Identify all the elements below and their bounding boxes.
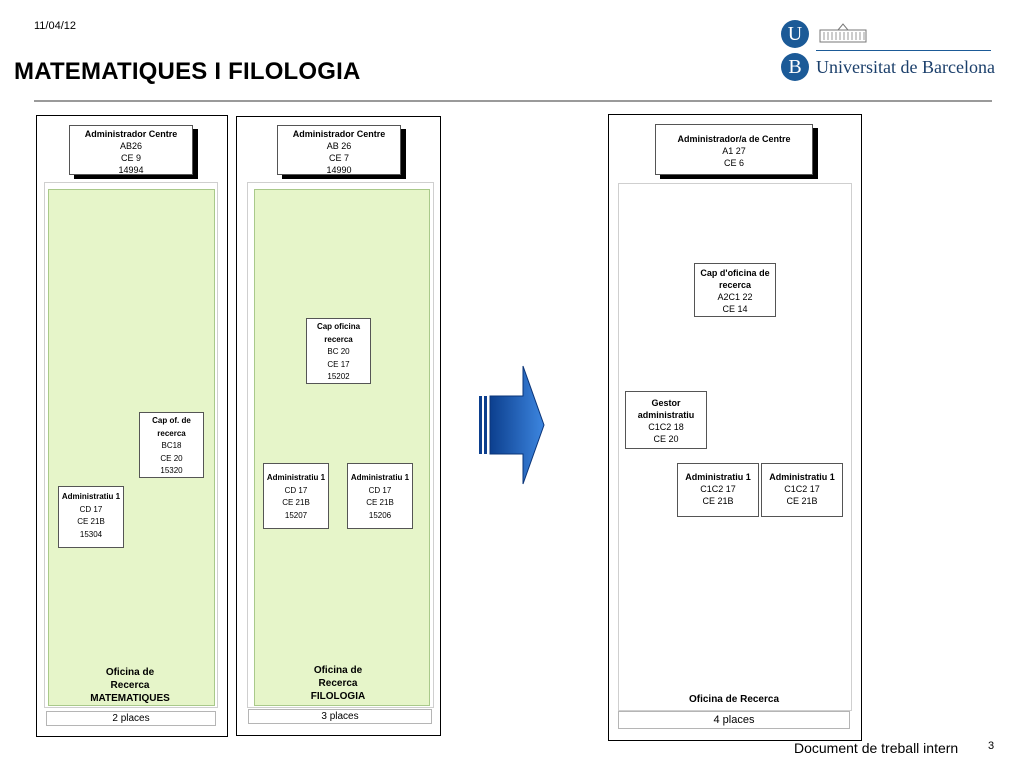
proposed-cap-box: Cap d'oficina de recerca A2C1 22 CE 14 xyxy=(694,263,776,317)
university-name: Universitat de Barcelona xyxy=(816,57,995,77)
proposed-gestor-box: Gestor administratiu C1C2 18 CE 20 xyxy=(625,391,707,449)
filologia-adm2-box: Administratiu 1 CD 17 CE 21B 15206 xyxy=(347,463,413,529)
filologia-office-area xyxy=(254,189,430,706)
filologia-office-label: Oficina de Recerca FILOLOGIA xyxy=(310,665,366,702)
logo-u-icon: U xyxy=(781,20,809,48)
page-number: 3 xyxy=(988,740,995,752)
matematiques-cap-box: Cap of. de recerca BC18 CE 20 15320 xyxy=(139,412,204,478)
page-title: MATEMATIQUES I FILOLOGIA xyxy=(14,58,361,85)
building-icon xyxy=(818,22,868,49)
matematiques-office-label: Oficina de Recerca MATEMATIQUES xyxy=(90,667,170,704)
filologia-admin-box: Administrador Centre AB 26 CE 7 14990 xyxy=(277,125,401,175)
matematiques-places: 2 places xyxy=(46,711,216,726)
filologia-cap-box: Cap oficina recerca BC 20 CE 17 15202 xyxy=(306,318,371,384)
proposed-places: 4 places xyxy=(618,711,850,729)
proposed-office-label: Oficina de Recerca xyxy=(688,694,780,705)
proposed-adm1-box: Administratiu 1 C1C2 17 CE 21B xyxy=(677,463,759,517)
filologia-adm1-box: Administratiu 1 CD 17 CE 21B 15207 xyxy=(263,463,329,529)
proposed-admin-box: Administrador/a de Centre A1 27 CE 6 xyxy=(655,124,813,175)
proposed-adm2-box: Administratiu 1 C1C2 17 CE 21B xyxy=(761,463,843,517)
university-logo: U B Universitat de Barcelona xyxy=(780,18,995,84)
transition-arrow-icon xyxy=(478,364,546,491)
logo-b-icon: B xyxy=(781,53,809,81)
title-divider xyxy=(34,100,992,102)
matematiques-admin-box: Administrador Centre AB26 CE 9 14994 xyxy=(69,125,193,175)
slide-date: 11/04/12 xyxy=(34,20,77,32)
footer-label: Document de treball intern xyxy=(794,740,959,756)
logo-rule-top xyxy=(816,50,991,51)
matematiques-adm1-box: Administratiu 1 CD 17 CE 21B 15304 xyxy=(58,486,124,548)
filologia-places: 3 places xyxy=(248,709,432,724)
